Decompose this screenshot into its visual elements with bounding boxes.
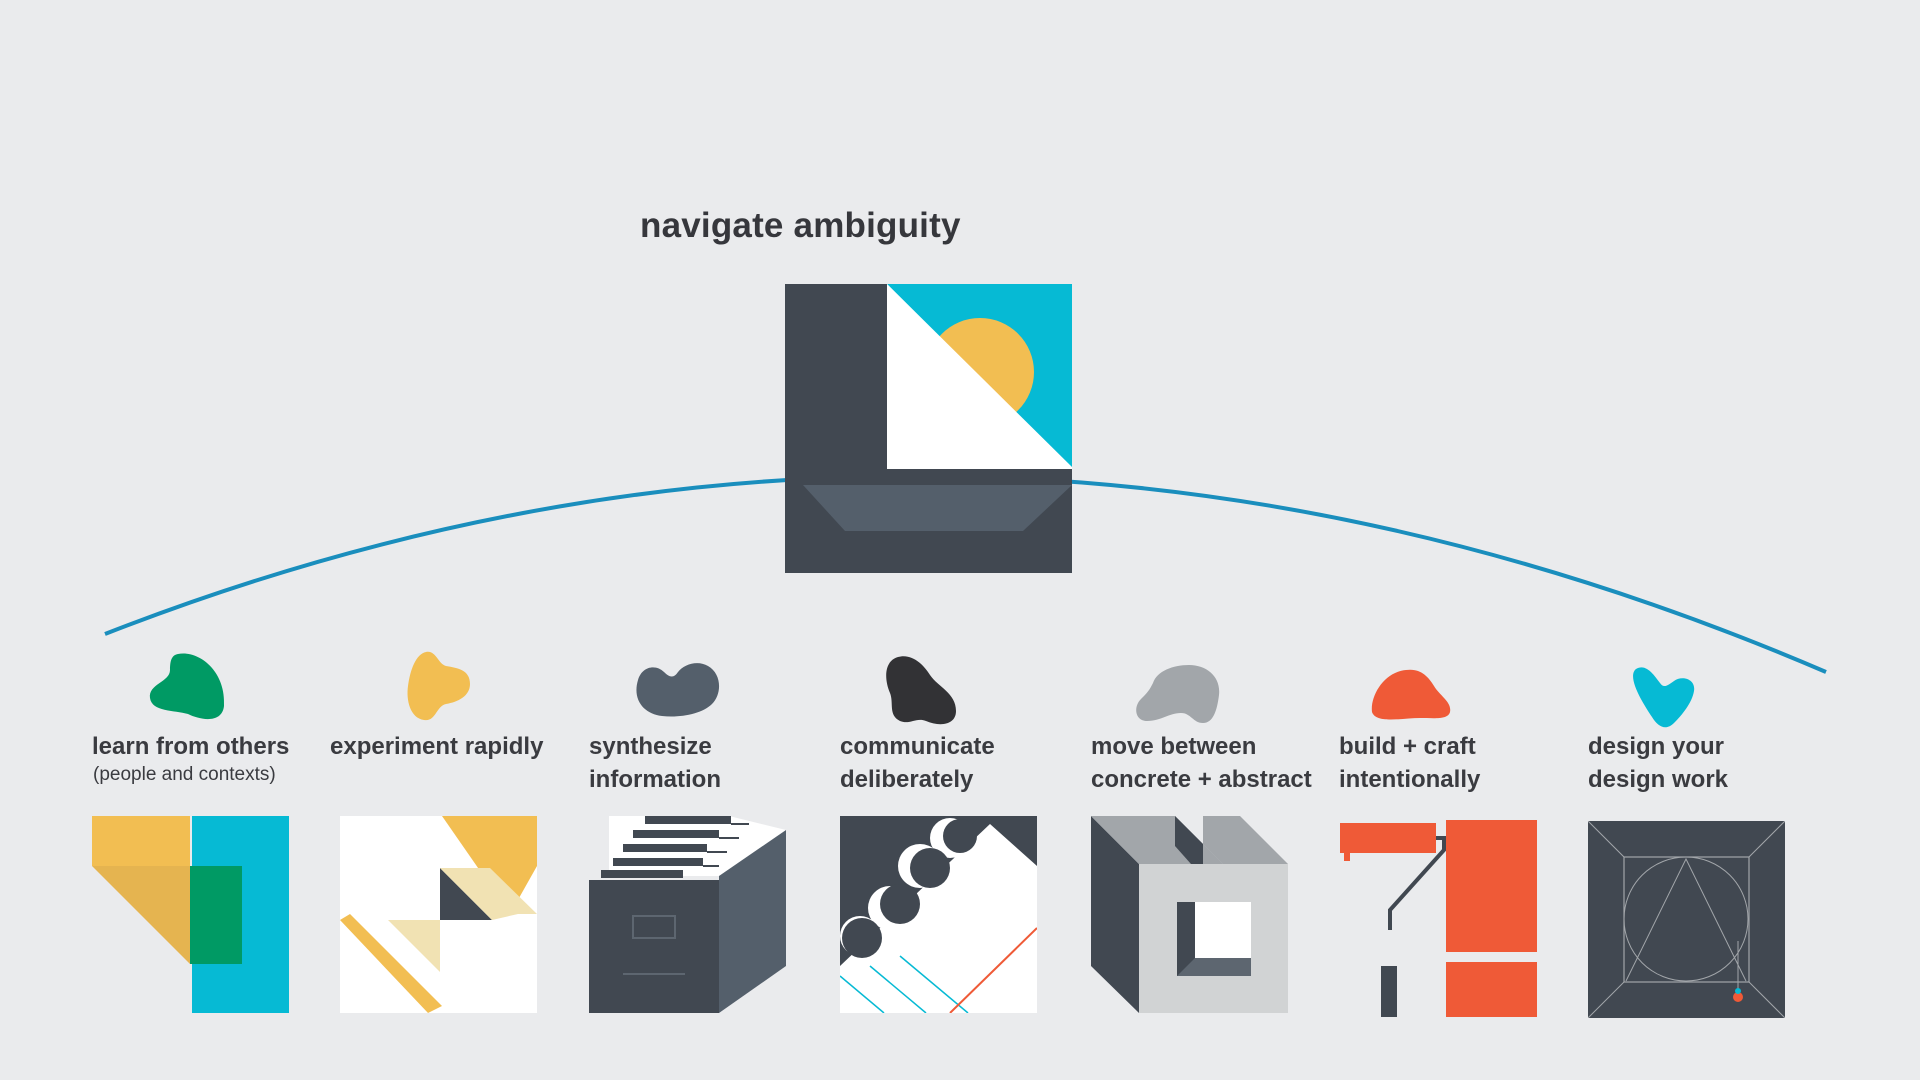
- concrete-block-icon: [1091, 816, 1288, 1013]
- skill-title-5a: move between: [1091, 733, 1257, 760]
- skill-title-5b: concrete + abstract: [1091, 766, 1312, 793]
- skill-title-6b: intentionally: [1339, 766, 1481, 793]
- speech-marks-icon: [839, 816, 1038, 1014]
- overlapping-shapes-icon: [92, 816, 289, 1013]
- skill-title-6a: build + craft: [1339, 733, 1476, 760]
- orange-blob-icon: [1368, 668, 1451, 748]
- skill-title-7b: design work: [1588, 766, 1729, 793]
- skill-title-3b: information: [589, 766, 721, 793]
- skill-title-4b: deliberately: [840, 766, 974, 793]
- geometric-frame-icon: [1587, 820, 1786, 1019]
- paint-roller-icon: [1340, 820, 1537, 1017]
- green-blob-icon: [148, 650, 228, 730]
- charcoal-blob-icon: [880, 655, 960, 735]
- folded-paper-icon: [340, 816, 537, 1013]
- skill-title-1: learn from others: [92, 733, 290, 760]
- skill-subtitle-1: (people and contexts): [93, 764, 276, 785]
- cyan-blob-icon: [1630, 665, 1710, 745]
- file-cabinet-icon: [589, 816, 786, 1013]
- skill-title-3a: synthesize: [589, 733, 712, 760]
- skill-title-7a: design your: [1588, 733, 1725, 760]
- grey-blob-icon: [1133, 665, 1220, 745]
- main-title: navigate ambiguity: [640, 206, 961, 245]
- yellow-blob-icon: [402, 650, 482, 730]
- sailboat-sun-icon: [785, 284, 1072, 573]
- skill-title-2: experiment rapidly: [330, 733, 544, 760]
- skill-title-4a: communicate: [840, 733, 995, 760]
- slate-blob-icon: [632, 660, 720, 740]
